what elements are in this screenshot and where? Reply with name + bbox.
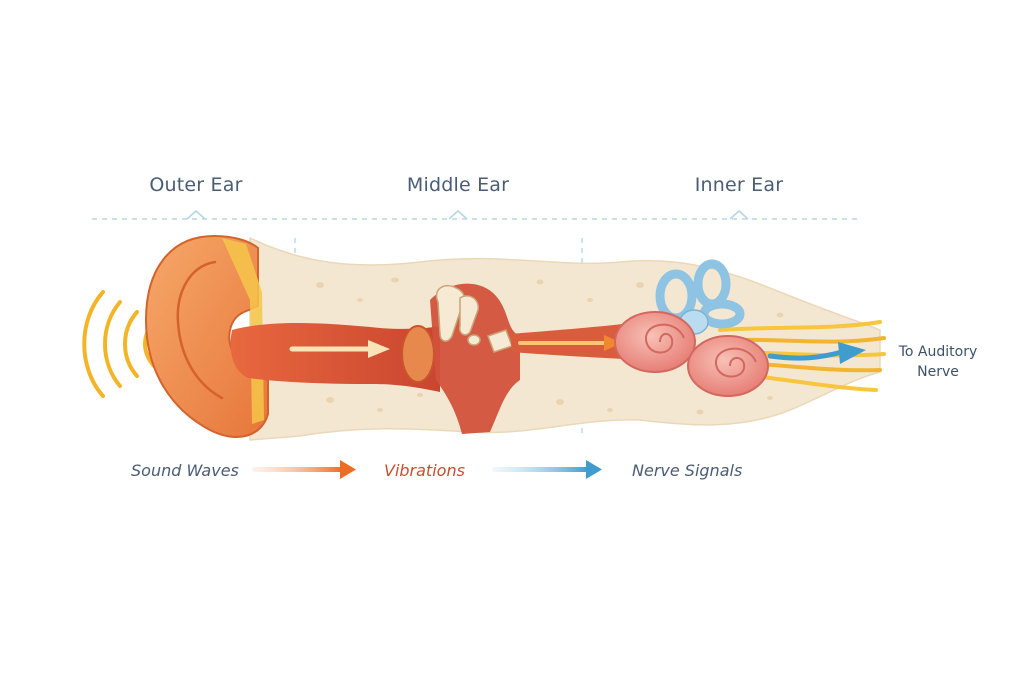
- inner-ear-title: Inner Ear: [694, 174, 784, 196]
- nerve-arrow: [767, 342, 866, 364]
- flow-arrow-orange: [252, 460, 356, 479]
- auditory-nerve-label: To Auditory Nerve: [888, 342, 988, 382]
- canal-arrow: [289, 340, 390, 358]
- cochlea: [614, 311, 769, 397]
- auditory-nerve-label-line2: Nerve: [917, 364, 959, 380]
- vibrations-label: Vibrations: [384, 461, 465, 480]
- ear-fold: [176, 260, 224, 400]
- ossicles: [435, 284, 513, 353]
- vibration-arrow: [518, 335, 622, 351]
- nerve-signals-label: Nerve Signals: [632, 461, 743, 480]
- outer-ear: [144, 234, 269, 438]
- flow-arrow-blue: [492, 460, 602, 479]
- middle-ear-title: Middle Ear: [406, 174, 510, 196]
- auditory-nerve-label-line1: To Auditory: [898, 344, 978, 360]
- bone-texture: [316, 277, 784, 415]
- section-divider: [92, 209, 862, 220]
- outer-ear-title: Outer Ear: [149, 174, 243, 196]
- eardrum: [401, 325, 435, 383]
- ear-canal: [230, 323, 440, 392]
- sound-waves-label: Sound Waves: [131, 461, 239, 480]
